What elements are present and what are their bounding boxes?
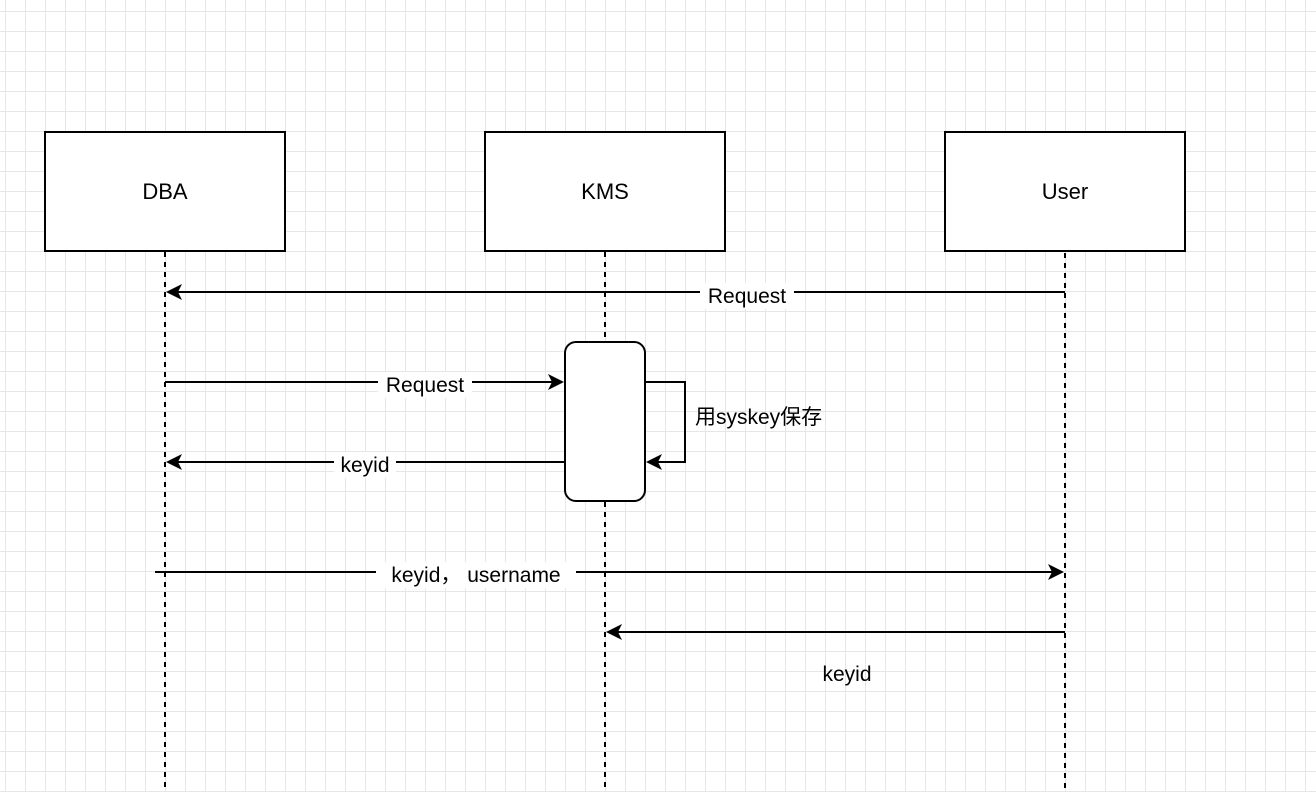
participant-kms-label: KMS: [581, 179, 629, 204]
arrowhead-left-icon: [166, 284, 182, 300]
message-kms-self-label: 用syskey保存: [695, 406, 822, 429]
message-kms-to-dba-label-bg: [334, 452, 396, 478]
kms-activation-bar[interactable]: [564, 341, 646, 502]
participant-kms[interactable]: KMS: [484, 131, 726, 252]
message-user-to-kms-label: keyid: [822, 663, 871, 686]
message-dba-to-user-label-bg: [376, 562, 576, 588]
message-dba-to-user-label: keyid， username: [391, 564, 560, 587]
participant-dba-box: [44, 131, 286, 252]
arrowhead-right-icon: [1048, 564, 1064, 580]
message-dba-to-user[interactable]: keyid， username: [155, 562, 1064, 588]
participant-user-box: [944, 131, 1186, 252]
message-user-to-dba-label-bg: [700, 283, 794, 309]
participant-kms-box: [484, 131, 726, 252]
message-kms-to-dba[interactable]: keyid: [166, 452, 565, 478]
message-dba-to-kms-label-bg: [378, 372, 472, 398]
message-dba-to-kms[interactable]: Request: [165, 372, 564, 398]
message-user-to-kms[interactable]: keyid: [606, 624, 1065, 686]
message-user-to-dba[interactable]: Request: [166, 283, 1065, 309]
arrowhead-left-icon: [646, 454, 662, 470]
message-kms-to-dba-label: keyid: [340, 454, 389, 477]
message-user-to-dba-label: Request: [708, 285, 786, 308]
participant-user[interactable]: User: [944, 131, 1186, 252]
arrowhead-left-icon: [606, 624, 622, 640]
message-dba-to-kms-label: Request: [386, 374, 464, 397]
participant-user-label: User: [1042, 179, 1088, 204]
message-kms-self[interactable]: 用syskey保存: [645, 381, 822, 470]
message-kms-self-line: [645, 381, 686, 463]
arrowhead-right-icon: [548, 374, 564, 390]
participant-dba[interactable]: DBA: [44, 131, 286, 252]
participant-dba-label: DBA: [142, 179, 188, 204]
arrowhead-left-icon: [166, 454, 182, 470]
